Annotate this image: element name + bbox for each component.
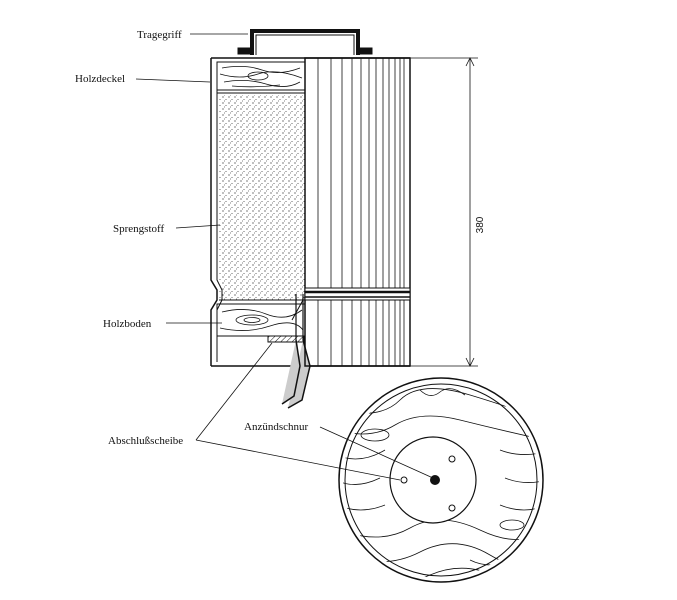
carrying-handle (237, 29, 373, 55)
explosive-fill (219, 95, 305, 300)
height-dimension-value: 380 (475, 216, 486, 233)
height-dimension (410, 57, 478, 367)
fuse-hole (430, 475, 440, 485)
label-holzboden: Holzboden (103, 318, 152, 330)
screw-hole-2 (448, 455, 456, 463)
label-abschlussscheibe: Abschlußscheibe (108, 435, 183, 447)
screw-hole-3 (448, 504, 456, 512)
side-view (210, 29, 478, 409)
closing-disc (267, 335, 305, 343)
label-anzuendschnur: Anzündschnur (244, 421, 308, 433)
wooden-base (216, 303, 306, 337)
label-holzdeckel: Holzdeckel (75, 73, 125, 85)
fuse-tube (295, 294, 304, 340)
wooden-lid (216, 61, 306, 94)
bottom-view (338, 377, 544, 583)
screw-hole-1 (400, 476, 408, 484)
label-tragegriff: Tragegriff (137, 29, 182, 41)
outer-rim (338, 377, 544, 583)
label-sprengstoff: Sprengstoff (113, 223, 164, 235)
leader-lines (135, 33, 434, 481)
casing-exterior (304, 57, 411, 367)
casing-left-wall (210, 58, 218, 366)
